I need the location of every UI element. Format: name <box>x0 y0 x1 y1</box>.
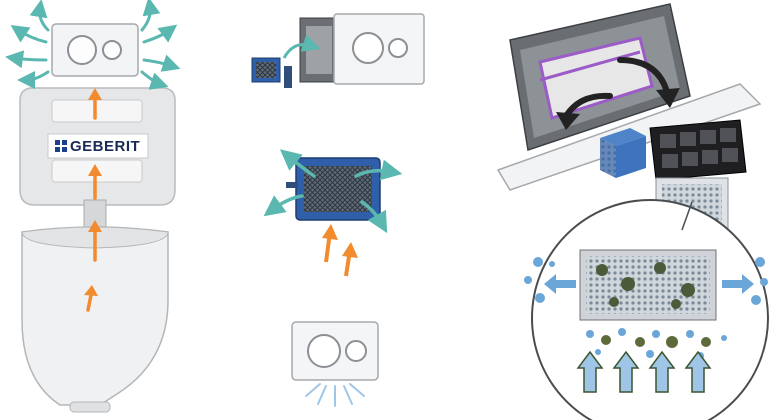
odour-particles <box>586 328 727 360</box>
panel-filter-insertion <box>251 13 425 88</box>
brand-name: GEBERIT <box>70 138 140 155</box>
airflow-in-arrows <box>576 350 712 393</box>
particles-right <box>751 257 768 305</box>
dual-flush-plate-icon <box>291 321 379 407</box>
panel-filter-airflow <box>263 149 403 277</box>
panel-filter-construction <box>496 3 769 420</box>
airflow-in-arrows <box>84 88 102 312</box>
panel-toilet-airflow: GEBERIT <box>5 0 181 413</box>
airflow-out-arrows <box>5 0 181 90</box>
particles-left <box>524 257 555 303</box>
brand-label: GEBERIT <box>47 133 149 159</box>
magnified-filter-detail-icon <box>524 199 769 420</box>
cistern-with-flush-plate-icon <box>19 23 176 206</box>
airflow-in-arrows <box>322 224 358 277</box>
odour-filter-block-icon <box>600 128 646 178</box>
odour-filter-block-icon <box>251 57 292 88</box>
airflow-out-arrows <box>544 274 754 294</box>
